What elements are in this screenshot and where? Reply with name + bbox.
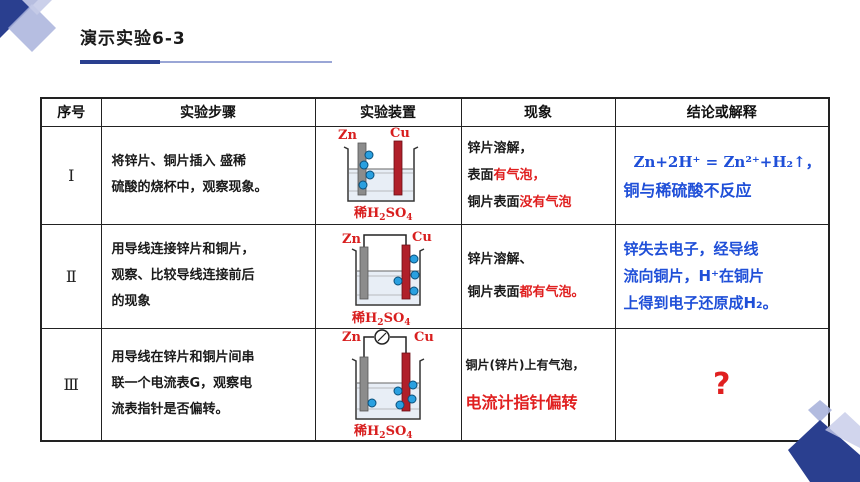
- beaker-diagram-2: Zn Cu 稀H2SO4: [342, 230, 432, 327]
- experiment-table: 序号 实验步骤 实验装置 现象 结论或解释 Ⅰ 将锌片、铜片插入 盛稀 硫酸的烧…: [40, 97, 830, 442]
- decor-top-left: [0, 0, 56, 52]
- page-title: 演示实验6-3: [80, 29, 186, 49]
- zinc-plate: [359, 246, 368, 300]
- decor-bottom-right: [788, 400, 860, 482]
- cu-label: Cu: [414, 330, 434, 345]
- row-number: Ⅰ: [40, 125, 102, 225]
- obs-line: 表面有气泡，: [467, 167, 546, 183]
- title-underline-light: [160, 61, 332, 63]
- conclusion-cell: Zn+2H⁺ = Zn²⁺+H₂↑， 铜与稀硫酸不反应: [614, 125, 830, 225]
- header-cell: 结论或解释: [614, 97, 830, 127]
- beaker-diagram-3: Zn Cu: [342, 329, 434, 439]
- zinc-plate: [359, 356, 368, 412]
- header-cell: 实验步骤: [100, 97, 316, 127]
- cu-label: Cu: [412, 230, 432, 245]
- step-line: 硫酸的烧杯中，观察现象。: [111, 180, 268, 195]
- table-row: Ⅰ 将锌片、铜片插入 盛稀 硫酸的烧杯中，观察现象。 Zn Cu: [40, 125, 830, 225]
- observation-cell: 铜片(锌片)上有气泡， 电流计指针偏转: [460, 327, 616, 442]
- step-line: 联一个电流表G，观察电: [111, 376, 253, 392]
- reaction-equation: Zn+2H⁺ = Zn²⁺+H₂↑，: [633, 152, 821, 171]
- question-mark: ?: [614, 327, 830, 442]
- step-text: 用导线在锌片和铜片间串 联一个电流表G，观察电 流表指针是否偏转。: [100, 327, 316, 442]
- conclusion-cell: 锌失去电子，经导线 流向铜片，H⁺在铜片 上得到电子还原成H₂。: [614, 223, 830, 329]
- row-number: Ⅲ: [40, 327, 102, 442]
- table-row: Ⅲ 用导线在锌片和铜片间串 联一个电流表G，观察电 流表指针是否偏转。 Zn C…: [40, 327, 830, 442]
- wire: [362, 234, 407, 247]
- observation-cell: 锌片溶解、 铜片表面都有气泡。: [460, 223, 616, 329]
- solution-label: 稀H2SO4: [354, 205, 413, 223]
- copper-plate: [393, 140, 402, 196]
- obs-line: 铜片表面都有气泡。: [467, 285, 585, 300]
- solution-label: 稀H2SO4: [354, 423, 413, 439]
- title-underline-dark: [80, 60, 160, 64]
- obs-line: 铜片表面没有气泡: [467, 194, 572, 210]
- step-line: 的现象: [111, 294, 151, 309]
- conclusion-text: 铜与稀硫酸不反应: [623, 180, 752, 200]
- conclusion-line: 锌失去电子，经导线: [623, 239, 759, 258]
- obs-line: 铜片(锌片)上有气泡，: [465, 358, 585, 373]
- step-text: 将锌片、铜片插入 盛稀 硫酸的烧杯中，观察现象。: [100, 125, 316, 225]
- solution-label: 稀H2SO4: [352, 310, 411, 327]
- step-line: 将锌片、铜片插入 盛稀: [111, 154, 247, 169]
- step-line: 用导线在锌片和铜片间串: [111, 350, 255, 366]
- apparatus-cell: Zn Cu 稀H2SO4: [314, 125, 462, 225]
- step-line: 观察、比较导线连接前后: [111, 268, 255, 283]
- row-number: Ⅱ: [40, 223, 102, 329]
- header-cell: 序号: [40, 97, 102, 127]
- obs-line: 锌片溶解、: [467, 252, 533, 267]
- obs-line: 锌片溶解，: [467, 140, 533, 156]
- apparatus-cell: Zn Cu: [314, 327, 462, 442]
- obs-line-highlight: 电流计指针偏转: [465, 393, 578, 413]
- cu-label: Cu: [390, 127, 410, 141]
- conclusion-line: 流向铜片，H⁺在铜片: [623, 266, 764, 285]
- header-cell: 实验装置: [314, 97, 462, 127]
- observation-cell: 锌片溶解， 表面有气泡， 铜片表面没有气泡: [460, 125, 616, 225]
- conclusion-line: 上得到电子还原成H₂。: [623, 293, 778, 312]
- apparatus-cell: Zn Cu 稀H2SO4: [314, 223, 462, 329]
- zn-label: Zn: [342, 330, 361, 345]
- zn-label: Zn: [342, 232, 361, 247]
- step-line: 流表指针是否偏转。: [111, 402, 229, 418]
- table-header-row: 序号 实验步骤 实验装置 现象 结论或解释: [40, 97, 830, 127]
- table-row: Ⅱ 用导线连接锌片和铜片， 观察、比较导线连接前后 的现象 Zn Cu: [40, 223, 830, 329]
- zn-label: Zn: [338, 128, 357, 143]
- header-cell: 现象: [460, 97, 616, 127]
- copper-plate: [401, 244, 410, 300]
- step-line: 用导线连接锌片和铜片，: [111, 242, 255, 257]
- beaker-diagram-1: Zn Cu 稀H2SO4: [338, 127, 418, 223]
- step-text: 用导线连接锌片和铜片， 观察、比较导线连接前后 的现象: [100, 223, 316, 329]
